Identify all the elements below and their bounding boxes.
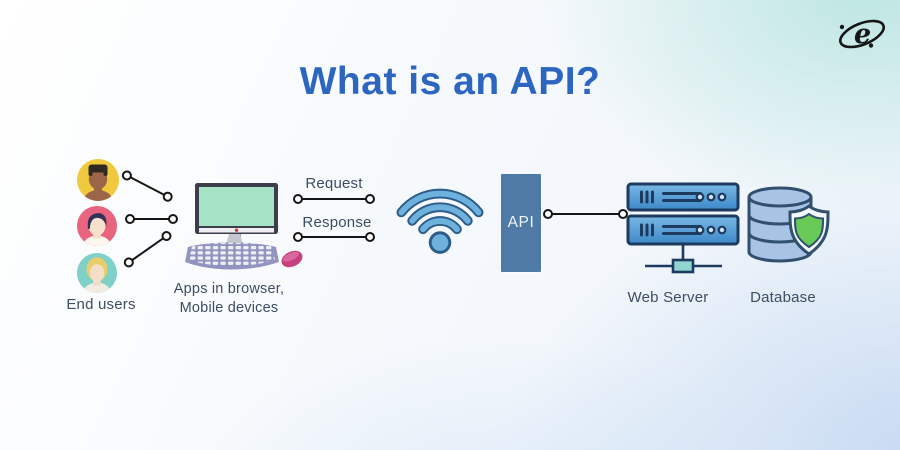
user3-connector-line: [127, 234, 168, 264]
e-orbit-logo-icon: e: [839, 19, 885, 50]
web-server-icon: [626, 182, 740, 274]
api-label: API: [507, 214, 535, 231]
wifi-icon: [396, 188, 484, 254]
database-icon: [747, 186, 830, 263]
shield-icon: [788, 204, 830, 256]
api-box: API: [501, 174, 541, 272]
apps-label-line1: Apps in browser,: [173, 281, 285, 297]
api-server-connector-line: [543, 209, 628, 219]
male-user-avatar-icon: [77, 159, 119, 201]
page-title: What is an API?: [299, 60, 601, 103]
web-server-label: Web Server: [627, 289, 709, 306]
response-line: [293, 232, 375, 242]
apps-label: Apps in browser, Mobile devices: [154, 280, 304, 318]
mouse-icon: [281, 250, 303, 268]
female-user-avatar-icon: [76, 205, 118, 247]
database-label: Database: [750, 289, 816, 306]
request-label: Request: [305, 175, 363, 192]
blonde-user-avatar-icon: [76, 252, 118, 294]
user2-connector-line: [125, 214, 178, 224]
response-label: Response: [302, 214, 372, 231]
user1-connector-line: [125, 174, 170, 199]
request-line: [293, 194, 375, 204]
apps-label-line2: Mobile devices: [179, 300, 279, 316]
end-users-label: End users: [66, 296, 136, 313]
desktop-computer-icon: [185, 183, 279, 270]
logo-letter: e: [854, 19, 871, 50]
